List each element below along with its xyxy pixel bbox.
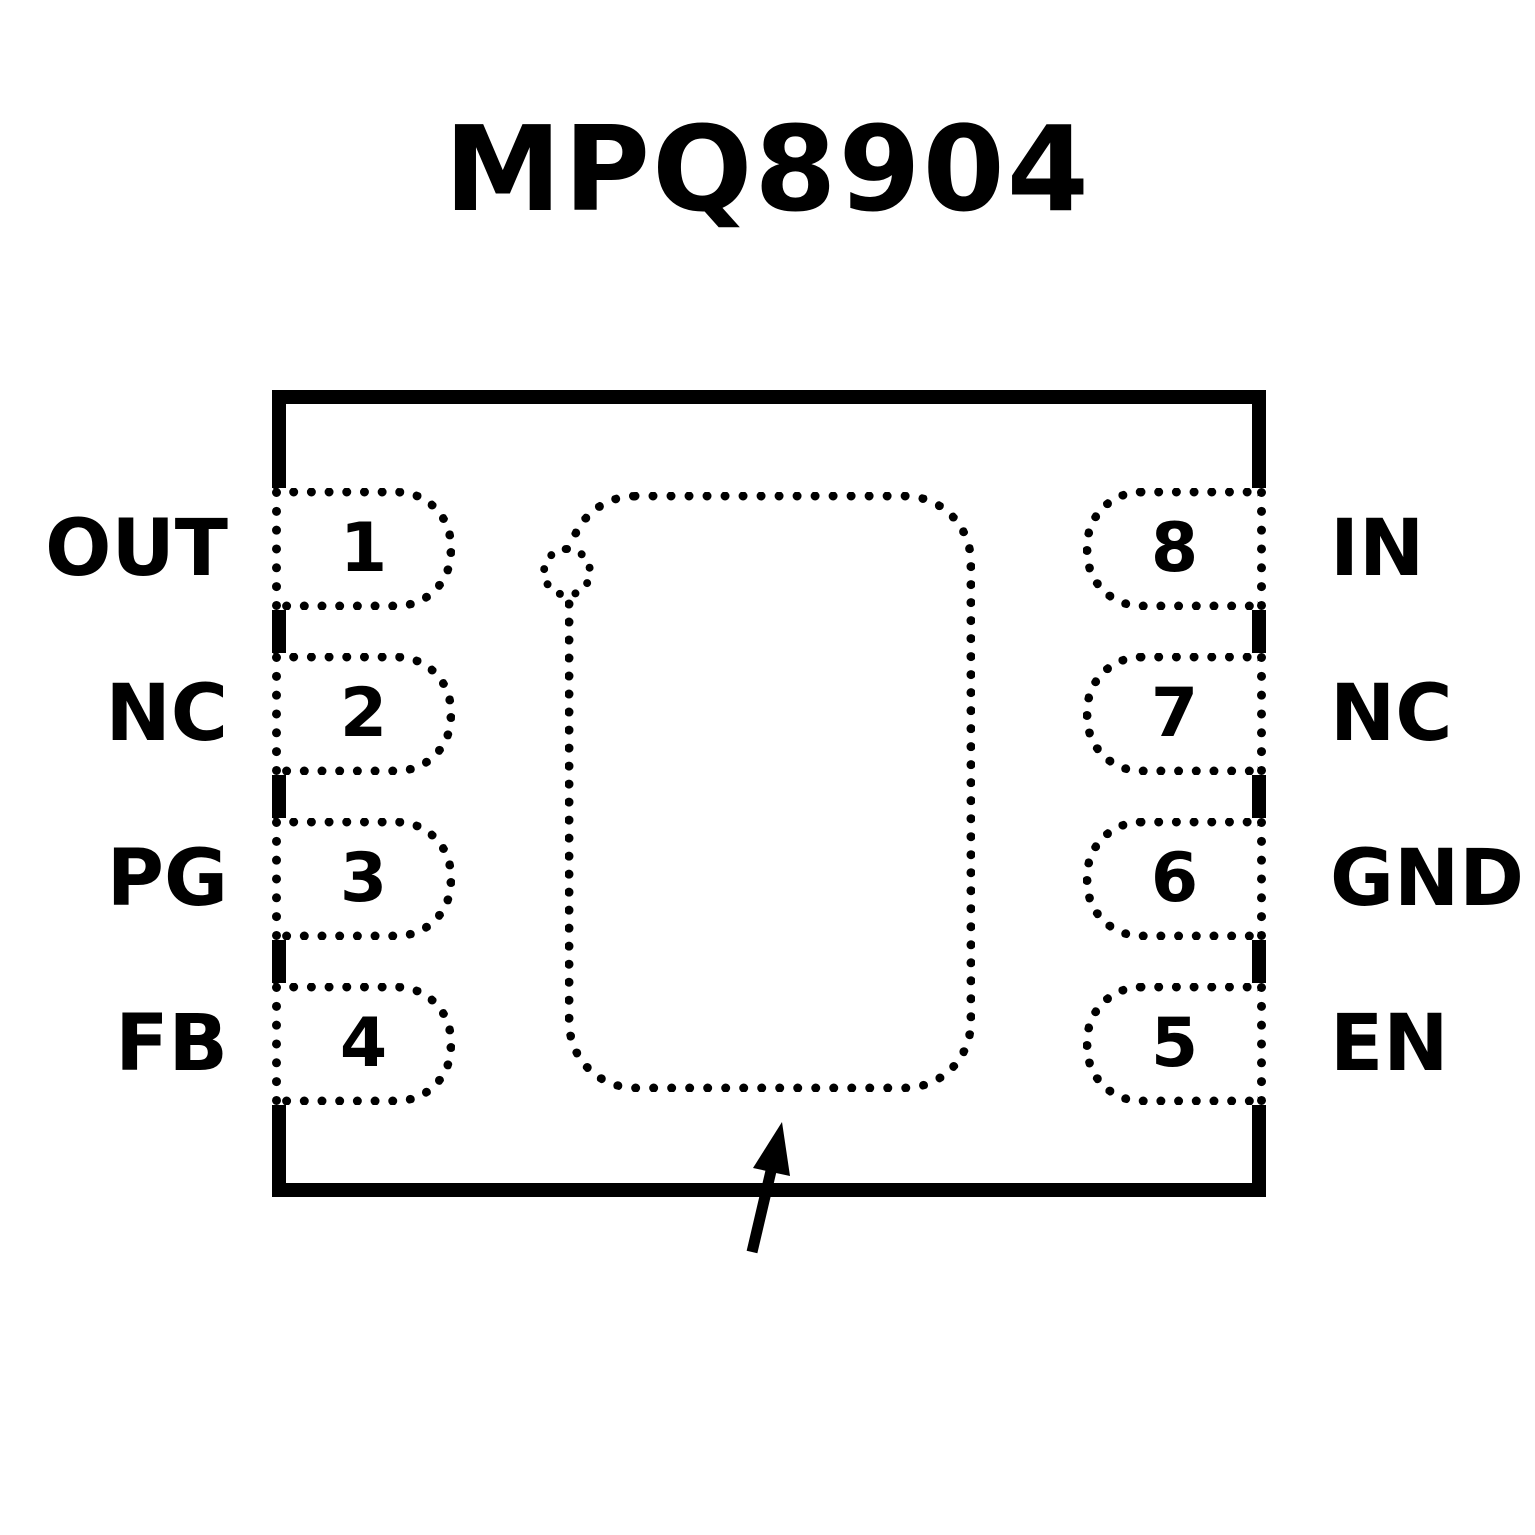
exposed-pad-outline	[565, 492, 975, 1092]
pin-pad-1: 1	[272, 488, 455, 610]
pin-number-5: 5	[1150, 1004, 1199, 1083]
pin-label-gnd: GND	[1330, 834, 1525, 924]
pin-number-1: 1	[339, 509, 388, 588]
pin-label-fb: FB	[115, 999, 228, 1089]
pin-pad-7: 7	[1083, 653, 1266, 775]
chip-title: MPQ8904	[444, 100, 1091, 238]
pin-number-4: 4	[339, 1004, 388, 1083]
pin-number-6: 6	[1150, 839, 1199, 918]
pin-number-8: 8	[1150, 509, 1199, 588]
pin-label-nc-right: NC	[1330, 669, 1453, 759]
pin-pad-4: 4	[272, 983, 455, 1105]
pin-pad-6: 6	[1083, 818, 1266, 940]
pin-label-pg: PG	[106, 834, 228, 924]
pin-pad-2: 2	[272, 653, 455, 775]
pin-number-2: 2	[339, 674, 388, 753]
pin-label-in: IN	[1330, 504, 1425, 594]
pin-number-3: 3	[339, 839, 388, 918]
pin-label-en: EN	[1330, 999, 1449, 1089]
exposed-pad-arrow-icon	[746, 1122, 790, 1254]
pin-label-out: OUT	[45, 504, 228, 594]
pin-number-7: 7	[1150, 674, 1199, 753]
pin-pad-3: 3	[272, 818, 455, 940]
pin-pad-5: 5	[1083, 983, 1266, 1105]
pin-pad-8: 8	[1083, 488, 1266, 610]
pin-label-nc-left: NC	[105, 669, 228, 759]
pin1-marker-icon	[540, 545, 594, 599]
